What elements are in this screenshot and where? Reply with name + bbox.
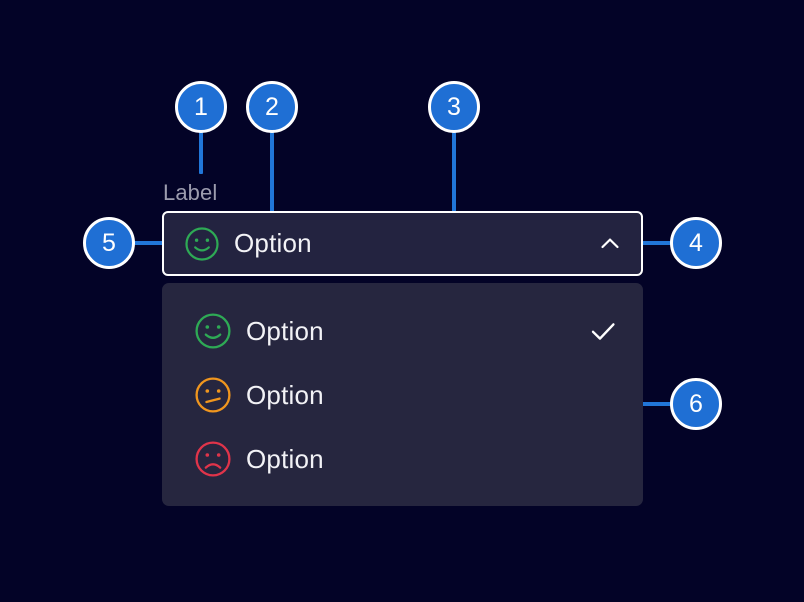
callout-badge-1: 1	[175, 81, 227, 133]
dropdown-option-3-content: Option	[194, 440, 587, 478]
connector-line-2	[270, 132, 274, 232]
callout-badge-6: 6	[670, 378, 722, 430]
smiley-happy-icon	[195, 313, 231, 349]
callout-badge-5: 5	[83, 217, 135, 269]
connector-line-3	[452, 132, 456, 243]
smiley-neutral-icon	[195, 377, 231, 413]
dropdown-option-3[interactable]: Option	[162, 427, 643, 491]
dropdown-option-2-check-slot	[587, 379, 619, 411]
connector-line-1	[199, 132, 203, 174]
callout-badge-3: 3	[428, 81, 480, 133]
dropdown-option-1[interactable]: Option	[162, 299, 643, 363]
connector-line-6	[641, 402, 677, 406]
connector-line-5	[128, 241, 166, 245]
smiley-sad-icon	[195, 441, 231, 477]
dropdown-option-1-content: Option	[194, 312, 587, 350]
select-value-text: Option	[234, 228, 312, 258]
field-label: Label	[163, 180, 218, 205]
dropdown-option-3-label: Option	[246, 443, 324, 474]
smiley-happy-icon	[185, 226, 219, 261]
check-icon	[591, 323, 615, 340]
connector-line-4	[641, 241, 677, 245]
callout-badge-1-number: 1	[193, 92, 209, 121]
dropdown-option-2[interactable]: Option	[162, 363, 643, 427]
select-value: Option	[184, 226, 597, 262]
callout-badge-6-number: 6	[688, 389, 704, 418]
callout-badge-2-number: 2	[264, 92, 280, 121]
callout-badge-2: 2	[246, 81, 298, 133]
chevron-up-icon[interactable]	[597, 231, 623, 257]
callout-badge-5-number: 5	[101, 228, 117, 257]
select-control[interactable]: Option	[162, 211, 643, 276]
callout-badge-3-number: 3	[446, 92, 462, 121]
dropdown-option-2-label: Option	[246, 379, 324, 410]
callout-badge-4-number: 4	[688, 228, 704, 257]
dropdown-panel: Option Option	[162, 283, 643, 506]
dropdown-option-1-label: Option	[246, 315, 324, 346]
callout-badge-4: 4	[670, 217, 722, 269]
dropdown-option-3-check-slot	[587, 443, 619, 475]
dropdown-option-2-content: Option	[194, 376, 587, 414]
